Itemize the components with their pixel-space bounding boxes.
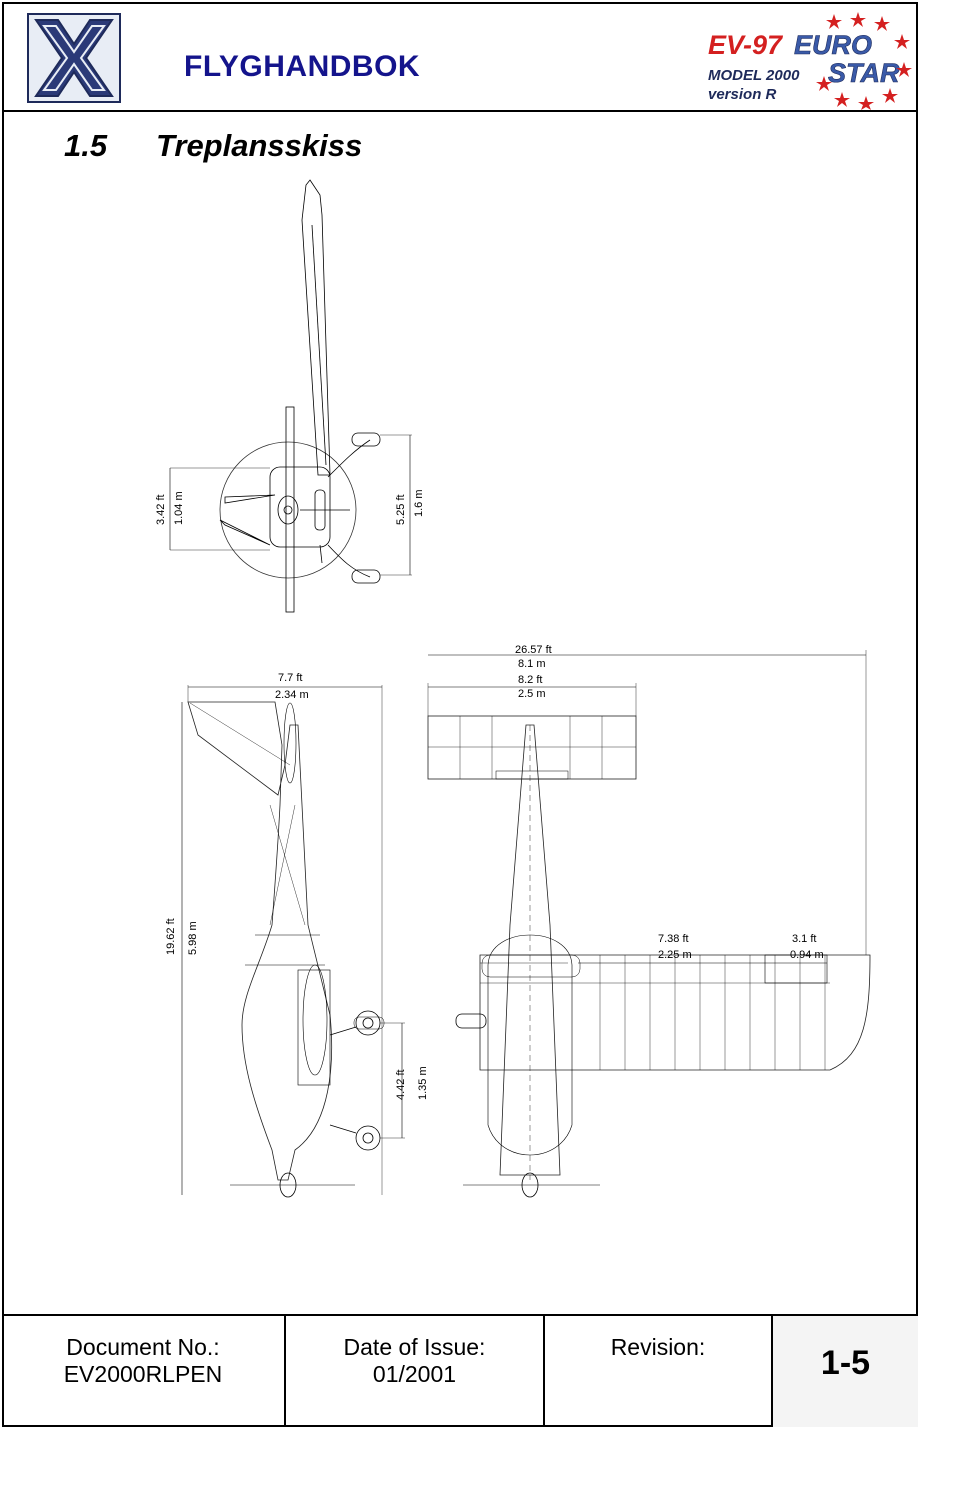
page-number: 1-5: [773, 1316, 918, 1427]
page-footer: Document No.: EV2000RLPEN Date of Issue:…: [2, 1314, 918, 1427]
document-label: Document No.:: [66, 1334, 220, 1360]
section-number: 1.5: [64, 128, 108, 163]
top-view: [427, 650, 871, 1198]
date-label: Date of Issue:: [343, 1334, 486, 1360]
section-title: Treplansskiss: [156, 128, 363, 163]
stars-icon: [816, 12, 912, 110]
footer-date: Date of Issue: 01/2001: [286, 1316, 545, 1427]
brand-name-2: EURO: [794, 30, 872, 60]
three-view-drawing: 3.42 ft 1.04 m 5.25 ft 1.6 m 7.7 ft 2.34…: [155, 179, 871, 1198]
top-htail-ft: 8.2 ft: [518, 674, 542, 686]
top-htail-m: 2.5 m: [518, 688, 546, 700]
ev97-eurostar-logo: EV-97 EURO STAR MODEL 2000 version R: [708, 12, 912, 110]
brand-name-3: STAR: [828, 58, 900, 88]
side-tail-ft: 7.7 ft: [278, 672, 302, 684]
top-aileron-ft: 3.1 ft: [792, 933, 816, 945]
side-tail-m: 2.34 m: [275, 689, 309, 701]
section-heading: 1.5 Treplansskiss: [64, 128, 362, 164]
front-gear-ft: 5.25 ft: [395, 494, 407, 525]
top-span-m: 8.1 m: [518, 658, 546, 670]
page-header: FLYGHANDBOK EV-97 EURO STAR MODEL 2000 v…: [2, 2, 918, 112]
side-prop-m: 1.35 m: [417, 1066, 429, 1100]
side-length-ft: 19.62 ft: [165, 918, 177, 955]
top-flap-m: 2.25 m: [658, 949, 692, 961]
front-height-ft: 3.42 ft: [155, 494, 167, 525]
front-view: [169, 179, 412, 613]
side-prop-ft: 4.42 ft: [395, 1069, 407, 1100]
footer-revision: Revision:: [545, 1316, 773, 1427]
manual-title: FLYGHANDBOK: [184, 50, 421, 83]
top-flap-ft: 7.38 ft: [658, 933, 689, 945]
brand-name-1: EV-97: [708, 30, 784, 60]
x-logo-icon: [27, 13, 121, 103]
revision-label: Revision:: [610, 1334, 706, 1360]
side-length-m: 5.98 m: [187, 921, 199, 955]
side-view: [181, 685, 405, 1198]
top-aileron-m: 0.94 m: [790, 949, 824, 961]
date-value: 01/2001: [372, 1361, 457, 1387]
brand-version: version R: [708, 86, 777, 103]
wing-ribs: [599, 955, 826, 1070]
page-frame: [2, 2, 918, 1427]
document-value: EV2000RLPEN: [63, 1361, 223, 1387]
front-gear-m: 1.6 m: [413, 489, 425, 517]
front-height-m: 1.04 m: [173, 491, 185, 525]
top-span-ft: 26.57 ft: [515, 644, 552, 656]
brand-model: MODEL 2000: [708, 67, 800, 84]
footer-document: Document No.: EV2000RLPEN: [2, 1316, 286, 1427]
